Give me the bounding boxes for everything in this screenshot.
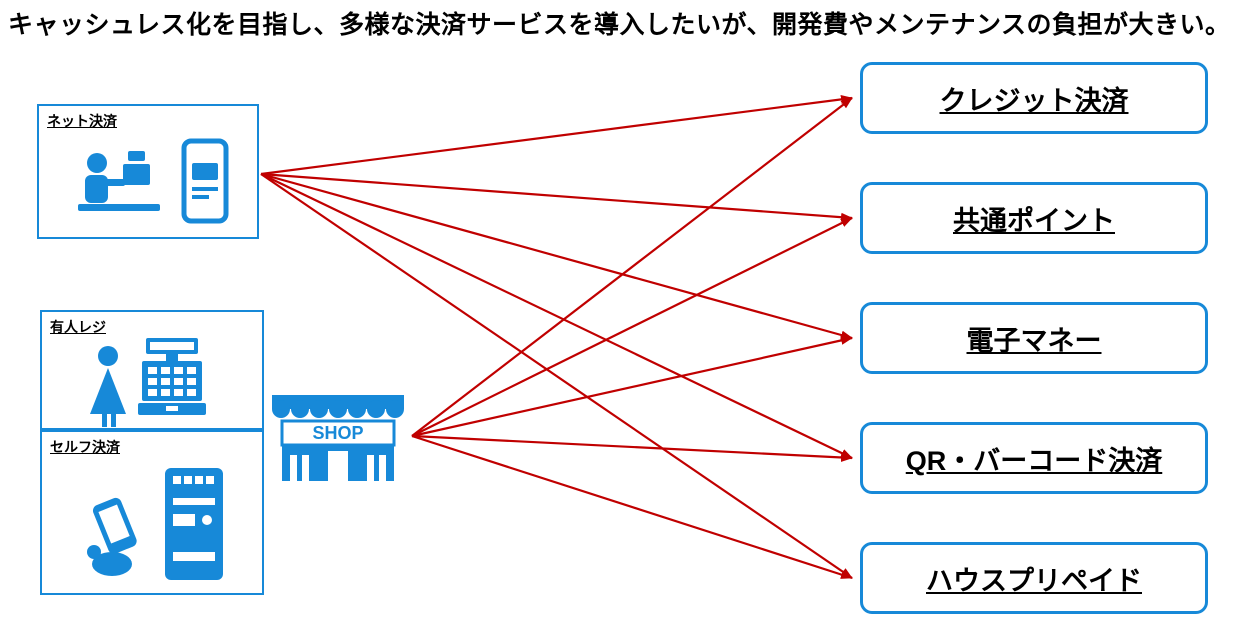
shop-icon: SHOP	[272, 395, 404, 481]
shop-sign-text: SHOP	[312, 423, 363, 443]
diagram-title: キャッシュレス化を目指し、多様な決済サービスを導入したいが、開発費やメンテナンス…	[8, 11, 1231, 39]
node-common-points: 共通ポイント	[860, 182, 1208, 254]
arrow-net-emoney	[260, 172, 853, 340]
shop-node: SHOP	[268, 393, 408, 485]
arrow-shop-qr	[411, 434, 853, 462]
node-net-payment: ネット決済	[37, 104, 259, 239]
node-house-prepaid-label: ハウスプリペイド	[926, 565, 1142, 596]
self-checkout-icon	[87, 468, 223, 580]
node-staffed-register: 有人レジ	[40, 310, 264, 430]
node-e-money-label: 電子マネー	[966, 325, 1102, 356]
arrow-net-prepaid	[260, 173, 853, 579]
node-self-checkout-label: セルフ決済	[50, 439, 120, 455]
node-staffed-register-label: 有人レジ	[50, 319, 106, 335]
staffed-register-icon	[90, 338, 206, 427]
node-house-prepaid: ハウスプリペイド	[860, 542, 1208, 614]
arrow-shop-credit	[411, 97, 853, 437]
node-self-checkout: セルフ決済	[40, 430, 264, 595]
node-net-payment-label: ネット決済	[47, 113, 117, 129]
node-qr-barcode-payment-label: QR・バーコード決済	[905, 445, 1163, 476]
net-payment-icon	[78, 138, 229, 224]
arrow-net-credit	[260, 94, 853, 176]
arrow-shop-points	[411, 217, 853, 437]
arrow-shop-emoney	[411, 335, 853, 438]
node-e-money: 電子マネー	[860, 302, 1208, 374]
arrow-shop-prepaid	[411, 434, 853, 580]
node-qr-barcode-payment: QR・バーコード決済	[860, 422, 1208, 494]
node-credit-payment-label: クレジット決済	[939, 85, 1129, 116]
node-common-points-label: 共通ポイント	[953, 205, 1115, 236]
node-credit-payment: クレジット決済	[860, 62, 1208, 134]
arrow-net-points	[260, 172, 853, 222]
